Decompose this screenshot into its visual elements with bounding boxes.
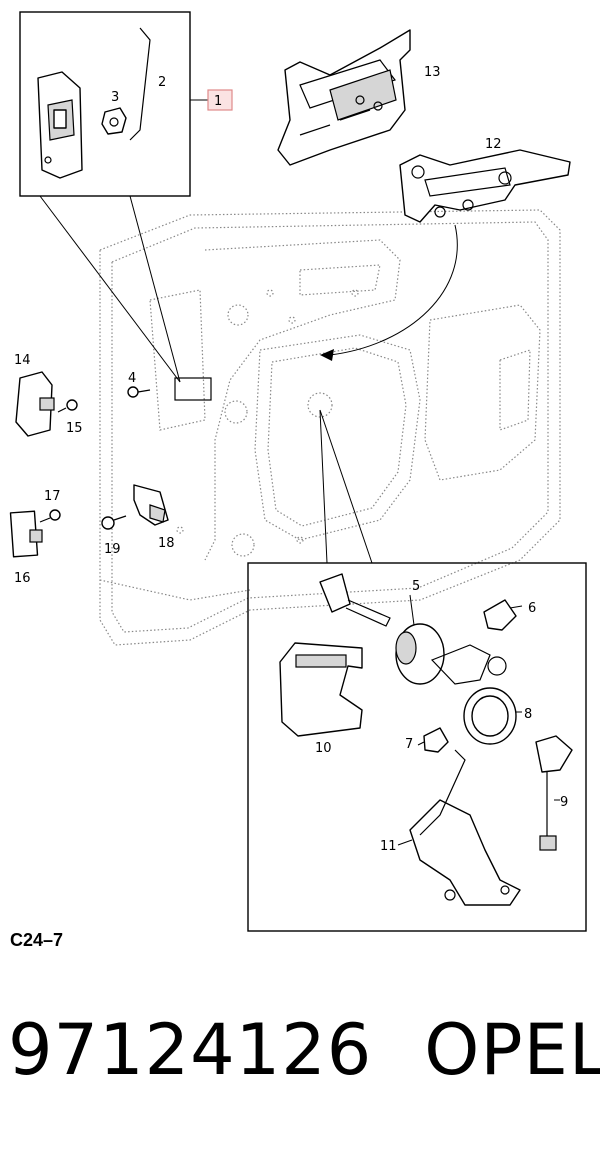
callout-16: 16	[14, 571, 31, 586]
callout-17: 17	[44, 489, 61, 504]
callout-3: 3	[111, 90, 119, 105]
brand-name: OPEL	[424, 1009, 600, 1091]
callout-14: 14	[14, 353, 31, 368]
part-19-bolt	[101, 515, 127, 530]
exploded-parts-diagram: .door { fill: none; stroke: #888; stroke…	[9, 11, 587, 932]
callout-5: 5	[412, 579, 420, 594]
callout-10: 10	[315, 741, 332, 756]
callout-18: 18	[158, 536, 175, 551]
part-number: 97124126	[8, 1009, 373, 1091]
detail-box-bottom	[247, 409, 587, 932]
part-18-bracket	[133, 484, 169, 526]
callout-1: 1	[214, 94, 222, 109]
callout-11: 11	[380, 839, 397, 854]
part-17-screw	[39, 509, 61, 523]
part-14-plate	[15, 371, 55, 437]
callout-12: 12	[485, 137, 502, 152]
callout-8: 8	[524, 707, 532, 722]
callout-19: 19	[104, 542, 121, 557]
callout-1-box[interactable]	[207, 89, 233, 111]
callout-2: 2	[158, 75, 166, 90]
part-12-latch	[320, 149, 571, 361]
callout-6: 6	[528, 601, 536, 616]
part-4-bolt	[127, 386, 151, 398]
callout-13: 13	[424, 65, 441, 80]
callout-15: 15	[66, 421, 83, 436]
part-13-bracket	[277, 29, 411, 166]
part-16-plate	[9, 510, 43, 558]
door-panel-outline	[99, 209, 561, 646]
leader-lines	[190, 99, 560, 846]
figure-code: C24–7	[10, 930, 64, 950]
callout-7: 7	[405, 737, 413, 752]
callout-4: 4	[128, 371, 136, 386]
detail-box-top	[19, 11, 212, 401]
callout-9: 9	[560, 795, 568, 810]
part-15-screw	[57, 399, 78, 413]
